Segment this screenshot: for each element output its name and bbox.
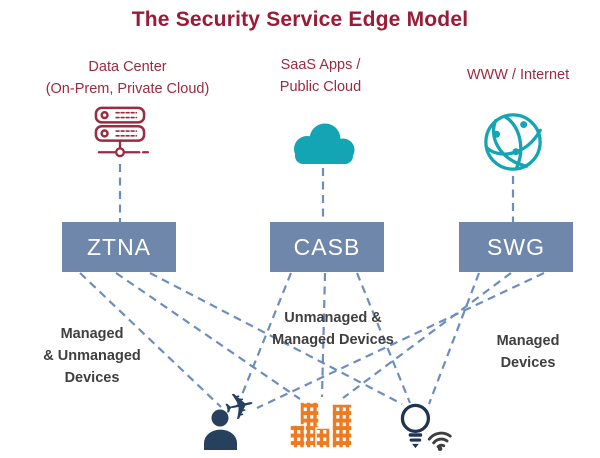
casb-label: CASB [293, 233, 361, 260]
device-label-unmanaged-managed: Unmanaged & Managed Devices [252, 308, 414, 352]
www-line1: WWW / Internet [466, 67, 570, 83]
server-icon [94, 106, 149, 158]
buildings-icon [289, 401, 353, 448]
column-label-www: WWW / Internet [448, 65, 588, 87]
globe-icon [484, 113, 542, 171]
service-box-casb: CASB [270, 222, 384, 272]
device-label-managed-unmanaged: Managed & Unmanaged Devices [12, 324, 172, 389]
cloud-icon [294, 123, 355, 164]
diagram-title: The Security Service Edge Model [131, 8, 469, 31]
data-center-line2: (On-Prem, Private Cloud) [45, 80, 210, 97]
device-label-3-line1: Managed [496, 333, 560, 349]
device-label-1-line3: Devices [64, 369, 120, 386]
device-label-managed: Managed Devices [458, 331, 598, 375]
device-label-1-line2: & Unmanaged [43, 347, 141, 364]
airplane-icon: ✈ [219, 382, 260, 431]
column-label-data-center: Data Center (On-Prem, Private Cloud) [25, 57, 230, 101]
device-label-2-line2: Managed Devices [272, 331, 394, 348]
saas-line2: Public Cloud [279, 78, 362, 95]
service-box-ztna: ZTNA [62, 222, 176, 272]
column-label-saas: SaaS Apps / Public Cloud [258, 55, 383, 99]
ztna-label: ZTNA [86, 233, 152, 260]
lightbulb-wifi-icon [400, 403, 452, 452]
traveler-icon [204, 409, 237, 450]
service-box-swg: SWG [459, 222, 573, 272]
saas-line1: SaaS Apps / [280, 57, 361, 73]
device-label-3-line2: Devices [500, 354, 556, 371]
device-label-2-line1: Unmanaged & [284, 310, 382, 326]
data-center-line1: Data Center [88, 59, 167, 75]
swg-label: SWG [487, 233, 545, 260]
device-label-1-line1: Managed [60, 326, 124, 342]
